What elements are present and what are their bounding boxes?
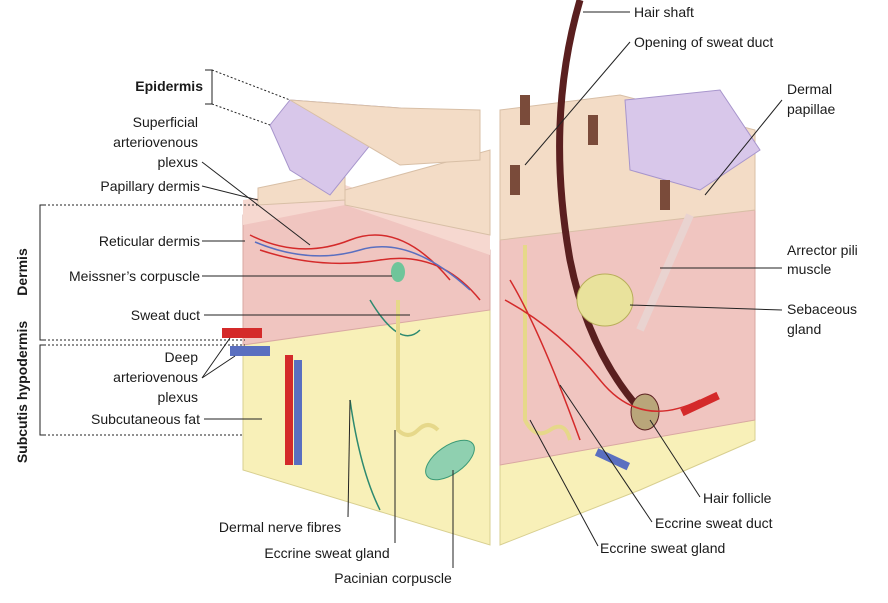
label-superficial-plexus-2: arteriovenous	[113, 134, 198, 150]
epidermis-lifted-right	[624, 89, 761, 191]
label-arrector-pili-1: Arrector pili	[787, 242, 858, 258]
label-eccrine-sweat-gland-left: Eccrine sweat gland	[264, 545, 389, 561]
meissner-corpuscle	[391, 262, 405, 282]
eccrine-gland-left	[396, 300, 440, 437]
label-sweat-duct: Sweat duct	[131, 307, 200, 323]
label-hair-follicle: Hair follicle	[703, 490, 772, 506]
hair-follicle-bulb	[630, 393, 660, 431]
eccrine-duct-right	[523, 245, 572, 441]
label-eccrine-sweat-duct: Eccrine sweat duct	[655, 515, 773, 531]
sebaceous-gland	[576, 273, 634, 327]
deep-plexus-artery	[222, 328, 262, 338]
label-deep-plexus-1: Deep	[165, 349, 199, 365]
label-epidermis: Epidermis	[135, 78, 203, 94]
label-sebaceous-gland-2: gland	[787, 321, 821, 337]
leader-lines	[39, 11, 783, 568]
deep-vein	[294, 360, 302, 465]
hair-stub-2	[588, 115, 598, 145]
label-dermal-papillae-2: papillae	[787, 101, 835, 117]
label-dermis: Dermis	[14, 248, 30, 296]
label-subcutaneous-fat: Subcutaneous fat	[91, 411, 200, 427]
hair-stub-3	[510, 165, 520, 195]
deep-plexus-vein	[230, 346, 270, 356]
label-reticular-dermis: Reticular dermis	[99, 233, 200, 249]
label-dermal-nerve-fibres: Dermal nerve fibres	[219, 519, 341, 535]
label-papillary-dermis: Papillary dermis	[100, 178, 200, 194]
label-opening-sweat-duct: Opening of sweat duct	[634, 34, 773, 50]
hair-shaft	[556, 0, 653, 423]
dermis-right	[499, 209, 756, 466]
label-pacinian-corpuscle: Pacinian corpuscle	[334, 570, 452, 586]
left-skin-block	[222, 99, 491, 546]
label-arrector-pili-2: muscle	[787, 261, 832, 277]
deep-artery	[285, 355, 293, 465]
right-skin-block	[499, 0, 761, 546]
pacinian-corpuscle	[425, 439, 475, 481]
label-sebaceous-gland-1: Sebaceous	[787, 301, 857, 317]
label-hair-shaft: Hair shaft	[634, 4, 694, 20]
label-deep-plexus-2: arteriovenous	[113, 369, 198, 385]
vessels-right	[504, 279, 701, 441]
epidermis-top-2	[344, 149, 491, 236]
artery-right	[680, 391, 720, 417]
superficial-veins	[254, 241, 471, 291]
arrector-pili	[636, 213, 694, 332]
label-subcutis: Subcutis hypodermis	[14, 321, 30, 464]
epidermis-top-surface	[289, 99, 481, 166]
label-superficial-plexus-1: Superficial	[133, 114, 198, 130]
label-meissners-corpuscle: Meissner’s corpuscle	[69, 268, 200, 284]
label-deep-plexus-3: plexus	[158, 389, 198, 405]
label-dermal-papillae-1: Dermal	[787, 81, 832, 97]
label-eccrine-sweat-gland-right: Eccrine sweat gland	[600, 540, 725, 556]
vein-right	[594, 448, 631, 471]
hair-stub-1	[520, 95, 530, 125]
label-superficial-plexus-3: plexus	[158, 154, 198, 170]
hair-stub-4	[660, 180, 670, 210]
